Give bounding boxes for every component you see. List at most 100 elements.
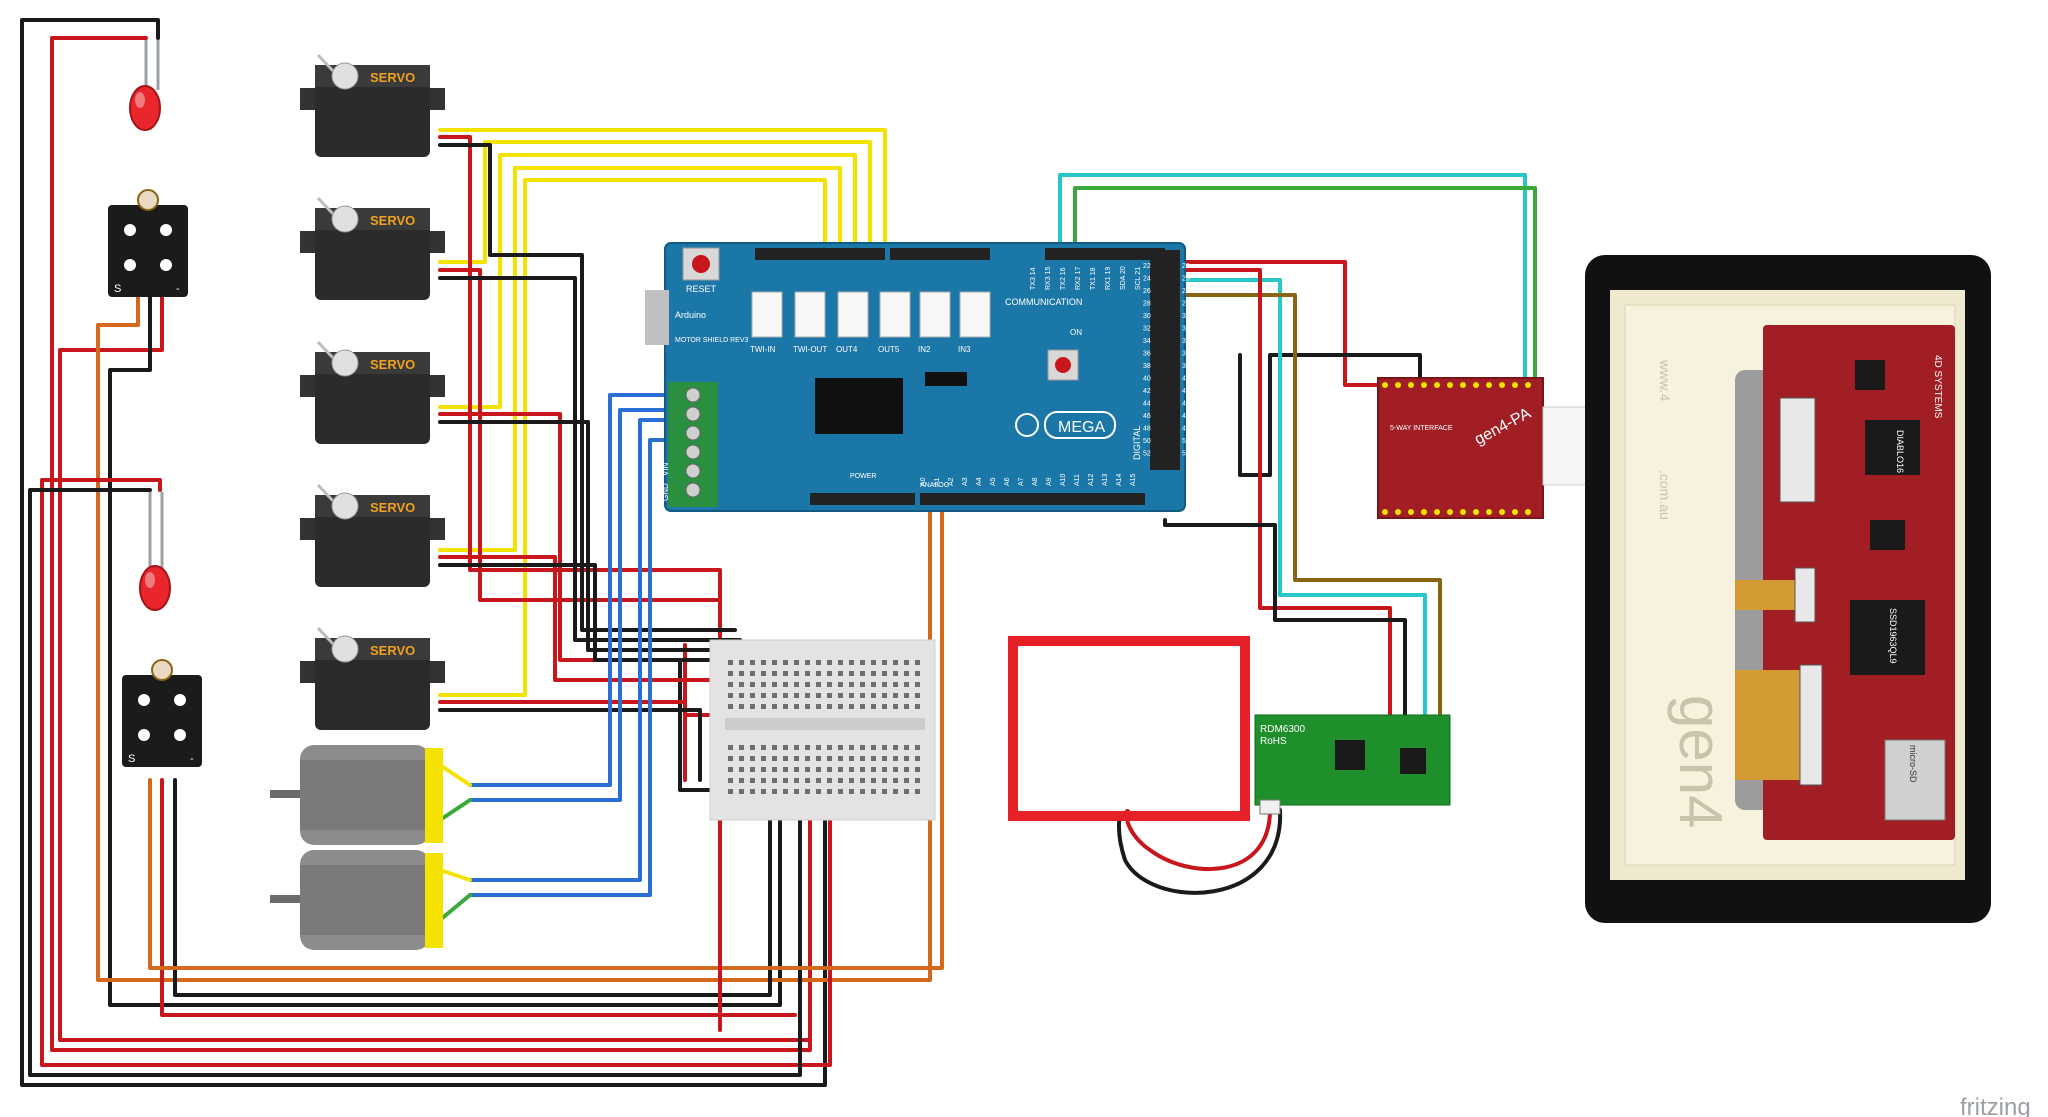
wire-black-led2 bbox=[28, 488, 802, 1077]
wire-red-ldr1 bbox=[58, 293, 812, 1042]
breadboard-hole bbox=[827, 767, 832, 772]
breadboard-hole bbox=[893, 778, 898, 783]
wire-black-ldr2 bbox=[173, 778, 772, 997]
breadboard-hole bbox=[772, 704, 777, 709]
ldr-module-1-pin-s: S bbox=[114, 283, 121, 295]
wire-black-servo2 bbox=[438, 276, 742, 642]
wire-red-servo2 bbox=[438, 268, 722, 602]
dc-motor-2-band bbox=[300, 865, 430, 935]
servo-body bbox=[315, 497, 430, 587]
on-label: ON bbox=[1070, 328, 1082, 337]
chip-ssd1963 bbox=[1850, 600, 1925, 675]
breadboard-hole bbox=[816, 704, 821, 709]
display-connector-top bbox=[1779, 397, 1816, 503]
breadboard-hole bbox=[761, 704, 766, 709]
breadboard-hole bbox=[904, 745, 909, 750]
gen4-pa-board: gen4-PA 5-WAY INTERFACE bbox=[1377, 377, 1544, 519]
breadboard-hole bbox=[882, 693, 887, 698]
micro-sd-label: micro-SD bbox=[1908, 745, 1918, 783]
servo-spline bbox=[331, 349, 359, 377]
breadboard-hole bbox=[750, 756, 755, 761]
breadboard-hole bbox=[750, 778, 755, 783]
servo-spline bbox=[331, 62, 359, 90]
dc-motor-1-cap bbox=[425, 748, 443, 843]
analog-pin-label: A9 bbox=[1046, 477, 1053, 486]
breadboard-hole bbox=[761, 778, 766, 783]
breadboard-hole bbox=[849, 745, 854, 750]
header-analog bbox=[920, 493, 1145, 505]
breadboard-hole bbox=[915, 767, 920, 772]
wire-red-ldr2 bbox=[160, 778, 797, 1017]
reset-label: RESET bbox=[686, 284, 717, 294]
breadboard-hole bbox=[838, 756, 843, 761]
digital-pin-label: 30 bbox=[1143, 313, 1151, 320]
breadboard-hole bbox=[816, 660, 821, 665]
mega-reset-button[interactable] bbox=[1047, 349, 1079, 381]
breadboard-hole bbox=[805, 789, 810, 794]
breadboard-hole bbox=[750, 704, 755, 709]
terminal-vin-label: VIN bbox=[661, 462, 670, 476]
connector-label: TWI-OUT bbox=[793, 345, 827, 354]
wire-yellow-servo5 bbox=[438, 178, 827, 697]
digital-pin-label: 43 bbox=[1182, 388, 1190, 395]
wire-yellow-motor1 bbox=[438, 763, 472, 787]
display-brand: 4D SYSTEMS bbox=[1932, 355, 1943, 419]
gen4-pa-pin bbox=[1447, 382, 1453, 388]
breadboard-hole bbox=[849, 789, 854, 794]
breadboard-hole bbox=[871, 682, 876, 687]
digital-pin-label: 22 bbox=[1143, 263, 1151, 270]
breadboard-hole bbox=[783, 767, 788, 772]
digital-pin-label: 25 bbox=[1182, 276, 1190, 283]
ldr-module-2: S - bbox=[122, 659, 202, 767]
breadboard-hole bbox=[827, 682, 832, 687]
breadboard-hole bbox=[816, 778, 821, 783]
breadboard-hole bbox=[794, 745, 799, 750]
breadboard-hole bbox=[739, 704, 744, 709]
breadboard-hole bbox=[915, 704, 920, 709]
breadboard-hole bbox=[860, 756, 865, 761]
ldr-module-2-pin-minus: - bbox=[190, 753, 194, 765]
mega-logo-box bbox=[1044, 411, 1116, 439]
ldr-module-2-hole bbox=[138, 729, 150, 741]
gen4-pa-pin bbox=[1408, 382, 1414, 388]
servo-body bbox=[315, 354, 430, 444]
wire-black-rfid bbox=[1163, 518, 1407, 722]
gen4-pa-pin bbox=[1382, 509, 1388, 515]
servo-label: SERVO bbox=[370, 213, 415, 228]
breadboard-hole bbox=[739, 745, 744, 750]
gen4-pa-pin bbox=[1486, 509, 1492, 515]
rfid-rohs: RoHS bbox=[1260, 736, 1287, 747]
wire-red-rfid bbox=[1173, 253, 1392, 722]
breadboard-hole bbox=[783, 789, 788, 794]
digital-pin-label: 52 bbox=[1143, 451, 1151, 458]
reset-button-cap[interactable] bbox=[692, 255, 710, 273]
chip-diablo16-label: DIABLO16 bbox=[1895, 430, 1905, 473]
mega-reset-button-cap[interactable] bbox=[1055, 357, 1071, 373]
breadboard-hole bbox=[805, 682, 810, 687]
servo-horn bbox=[316, 483, 337, 505]
breadboard-hole bbox=[893, 789, 898, 794]
breadboard-hole bbox=[915, 745, 920, 750]
display-fpc-orange-2 bbox=[1735, 580, 1795, 610]
breadboard-hole bbox=[750, 671, 755, 676]
breadboard-hole bbox=[783, 682, 788, 687]
breadboard-hole bbox=[816, 756, 821, 761]
breadboard-hole bbox=[761, 745, 766, 750]
breadboard-hole bbox=[904, 778, 909, 783]
connector-label: OUT5 bbox=[878, 345, 900, 354]
breadboard-hole bbox=[849, 660, 854, 665]
analog-pin-label: A12 bbox=[1088, 473, 1095, 486]
servo-horn bbox=[316, 626, 337, 648]
breadboard-hole bbox=[871, 671, 876, 676]
header-comm bbox=[1045, 248, 1165, 260]
breadboard-hole bbox=[893, 693, 898, 698]
wire-red-servo1 bbox=[438, 135, 722, 652]
gen4-pa-pin bbox=[1421, 509, 1427, 515]
breadboard-hole bbox=[772, 693, 777, 698]
comm-pin-label: RX2 17 bbox=[1075, 267, 1082, 290]
servo-body bbox=[315, 210, 430, 300]
digital-pin-label: 24 bbox=[1143, 276, 1151, 283]
digital-pin-label: 29 bbox=[1182, 301, 1190, 308]
